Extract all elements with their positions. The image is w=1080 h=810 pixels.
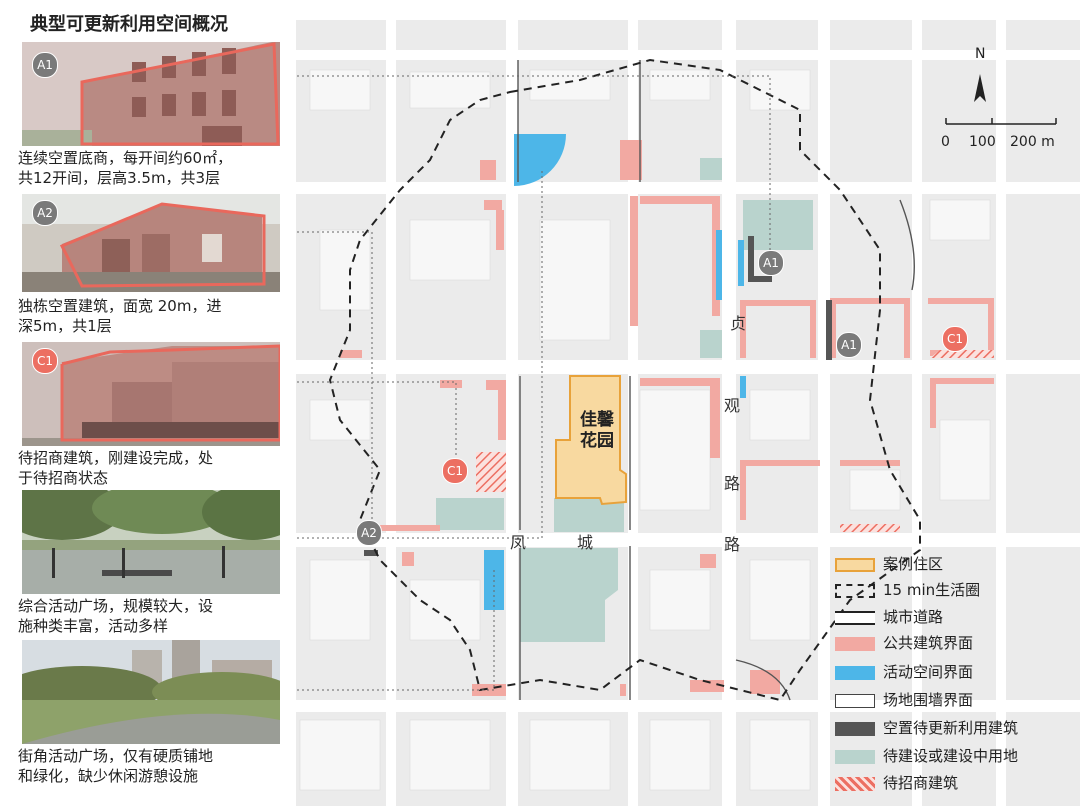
activity-swatch-icon bbox=[835, 665, 875, 680]
map-marker-a1-north: A1 bbox=[758, 250, 784, 276]
scale-tick-0: 0 bbox=[941, 134, 950, 150]
road-label-feng: 凤 bbox=[510, 533, 527, 552]
scale-tick-100: 100 bbox=[969, 134, 996, 150]
wall-swatch-icon bbox=[835, 693, 875, 708]
construction-swatch-icon bbox=[835, 749, 875, 764]
road-label-zhen: 贞 bbox=[730, 314, 747, 333]
public-swatch-icon bbox=[835, 636, 875, 651]
photo-a2 bbox=[22, 194, 280, 292]
map bbox=[282, 20, 1080, 806]
photo-badge-a1: A1 bbox=[32, 52, 58, 78]
road-label-lu-2: 路 bbox=[724, 535, 741, 554]
road-label-cheng: 城 bbox=[577, 533, 594, 552]
legend-activity: 活动空间界面 bbox=[835, 661, 973, 683]
caption-a2: 独栋空置建筑，面宽 20m，进深5m，共1层 bbox=[18, 297, 222, 335]
hatch-swatch-icon bbox=[835, 776, 875, 791]
legend-construction: 待建设或建设中用地 bbox=[835, 745, 1018, 767]
caption-c1: 待招商建筑，刚建设完成，处于待招商状态 bbox=[18, 449, 214, 487]
photo-plaza bbox=[22, 490, 280, 594]
photo-c1 bbox=[22, 342, 280, 446]
legend-public: 公共建筑界面 bbox=[835, 632, 973, 654]
page-title: 典型可更新利用空间概况 bbox=[30, 14, 228, 35]
map-marker-c1-west: C1 bbox=[442, 458, 468, 484]
road-label-guan: 观 bbox=[724, 396, 741, 415]
road-swatch-icon bbox=[835, 610, 875, 625]
legend-hatch: 待招商建筑 bbox=[835, 772, 958, 794]
photo-badge-c1: C1 bbox=[32, 348, 58, 374]
legend-road: 城市道路 bbox=[835, 606, 943, 628]
photo-a1 bbox=[22, 42, 280, 146]
vacant-swatch-icon bbox=[835, 721, 875, 736]
map-marker-a1-east: A1 bbox=[836, 332, 862, 358]
caption-a1: 连续空置底商，每开间约60㎡，共12开间，层高3.5m，共3层 bbox=[18, 149, 233, 187]
site-label: 佳馨花园 bbox=[580, 410, 614, 451]
dashed-circle-swatch-icon bbox=[835, 583, 875, 598]
north-label: N bbox=[975, 46, 986, 62]
photo-corner-plaza bbox=[22, 640, 280, 744]
legend-life-circle: 15 min生活圈 bbox=[835, 579, 980, 601]
map-marker-c1-east: C1 bbox=[942, 326, 968, 352]
legend-wall: 场地围墙界面 bbox=[835, 689, 973, 711]
caption-plaza: 综合活动广场，规模较大，设施种类丰富，活动多样 bbox=[18, 597, 214, 635]
road-label-lu-1: 路 bbox=[724, 474, 741, 493]
caption-corner-plaza: 街角活动广场，仅有硬质铺地和绿化，缺少休闲游憩设施 bbox=[18, 747, 214, 785]
case-area-swatch-icon bbox=[835, 557, 875, 572]
photo-badge-a2: A2 bbox=[32, 200, 58, 226]
scale-tick-200: 200 m bbox=[1010, 134, 1055, 150]
legend-vacant: 空置待更新利用建筑 bbox=[835, 717, 1018, 739]
map-marker-a2: A2 bbox=[356, 520, 382, 546]
legend-case-area: 案例住区 bbox=[835, 553, 943, 575]
